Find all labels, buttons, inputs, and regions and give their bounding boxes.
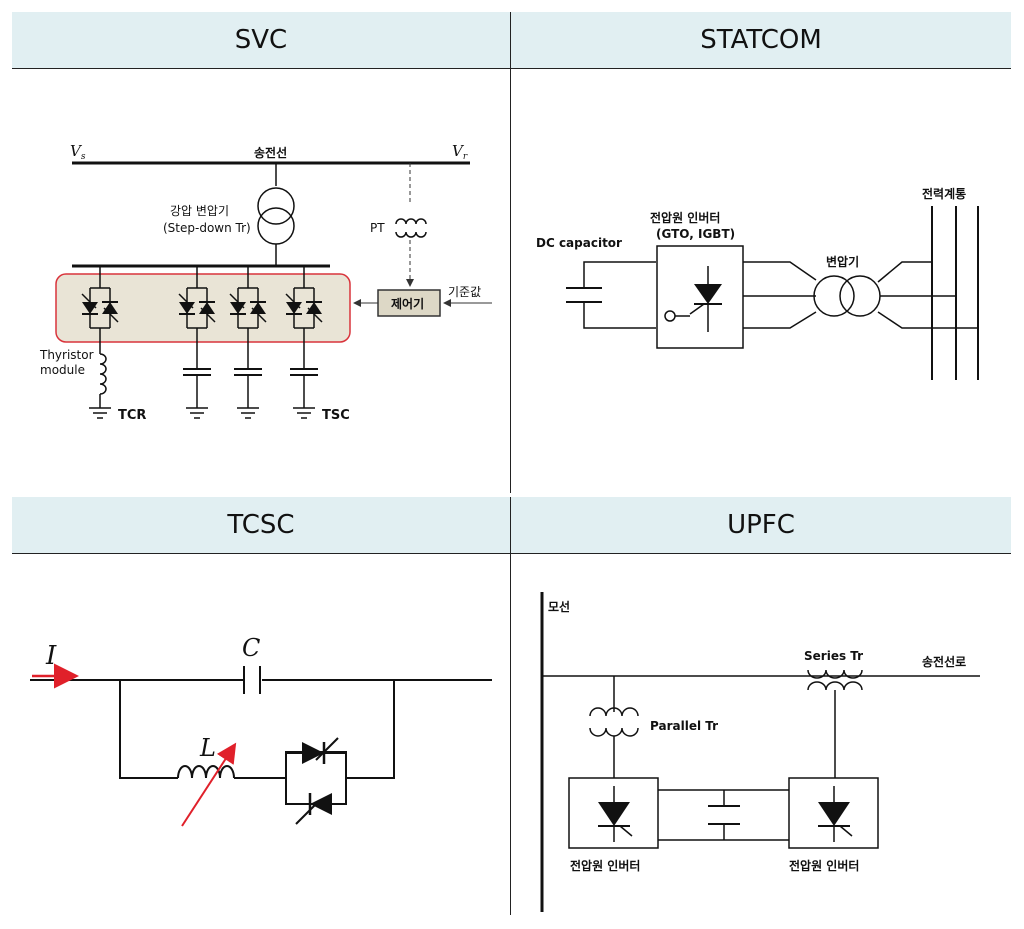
statcom-transformer-coil-left xyxy=(813,275,855,317)
tcsc-variable-arrow xyxy=(181,742,237,827)
panel-title-statcom: STATCOM xyxy=(700,25,822,55)
svc-pt-coil xyxy=(395,218,427,238)
panel-header-statcom: STATCOM xyxy=(511,12,1011,68)
svc-thyristor-tsc-1 xyxy=(179,266,215,336)
svc-transformer-coil-top xyxy=(257,187,295,225)
statcom-dc-capacitor-label: DC capacitor xyxy=(536,236,622,250)
svc-vr-label: Vr xyxy=(452,142,468,162)
svc-thyristor-label-2: module xyxy=(40,363,85,377)
svc-tcr-inductor xyxy=(99,353,107,395)
panel-title-svc: SVC xyxy=(234,25,288,55)
svc-transformer-coil-bottom xyxy=(257,207,295,245)
statcom-dc-loop xyxy=(583,261,656,329)
upfc-parallel-tr-secondary xyxy=(589,727,639,737)
svc-pt-label: PT xyxy=(370,221,385,235)
svc-transformer-label-1: 강압 변압기 xyxy=(170,204,229,218)
svc-tcr-label: TCR xyxy=(118,408,146,423)
tcsc-inductor xyxy=(177,765,235,779)
svc-controller-label: 제어기 xyxy=(391,296,424,311)
svc-thyristor-tsc-2 xyxy=(230,266,266,336)
upfc-series-tr-label: Series Tr xyxy=(804,649,863,663)
statcom-ac-lines-left xyxy=(743,261,817,329)
statcom-diagram: DC capacitor 전압원 인버터 (GTO, IGBT) 변압기 전력계… xyxy=(536,186,979,380)
panel-title-tcsc: TCSC xyxy=(227,510,295,540)
svc-tsc-label: TSC xyxy=(322,408,350,423)
svc-transformer-label-2: (Step-down Tr) xyxy=(163,221,251,235)
panel-header-upfc: UPFC xyxy=(511,497,1011,553)
upfc-inverter-right-label: 전압원 인버터 xyxy=(789,858,859,873)
svc-vs-label: Vs xyxy=(70,142,86,162)
header-divider-top xyxy=(12,68,1011,69)
tcsc-parallel-branch xyxy=(119,680,395,779)
svc-diagram: Vs Vr 송전선 강압 변압기 (Step-down Tr) PT 제어기 기… xyxy=(39,142,492,423)
panel-header-svc: SVC xyxy=(12,12,510,68)
upfc-series-tr-primary xyxy=(807,669,863,679)
upfc-dc-link xyxy=(658,789,789,841)
upfc-inverter-left-label: 전압원 인버터 xyxy=(570,858,640,873)
panel-header-tcsc: TCSC xyxy=(12,497,510,553)
svc-line-label: 송전선 xyxy=(254,145,287,160)
upfc-bus-label: 모선 xyxy=(548,599,570,614)
svc-controller-box xyxy=(377,289,441,317)
panel-divider-top xyxy=(510,12,511,493)
statcom-ac-lines-right xyxy=(877,261,978,329)
panel-title-upfc: UPFC xyxy=(727,510,795,540)
statcom-transformer-label: 변압기 xyxy=(826,254,859,269)
statcom-inverter-label-1: 전압원 인버터 xyxy=(650,210,720,225)
svc-reference-label: 기준값 xyxy=(448,285,481,299)
tcsc-current-label: I xyxy=(45,641,57,671)
upfc-series-tr-secondary xyxy=(807,681,863,691)
svc-thyristor-label-1: Thyristor xyxy=(39,348,94,362)
header-divider-bottom xyxy=(12,553,1011,554)
upfc-line-label: 송전선로 xyxy=(922,654,966,669)
statcom-grid-label: 전력계통 xyxy=(922,186,966,201)
svc-tcr-ground xyxy=(88,407,112,419)
upfc-parallel-tr-label: Parallel Tr xyxy=(650,719,718,733)
tcsc-capacitor-label: C xyxy=(242,634,260,662)
statcom-inverter-label-2: (GTO, IGBT) xyxy=(656,227,735,241)
svc-thyristor-tcr xyxy=(82,266,118,336)
upfc-parallel-tr-primary xyxy=(589,707,639,717)
tcsc-inductor-label: L xyxy=(199,734,216,762)
statcom-inverter-box xyxy=(656,245,744,349)
svc-tsc-capacitors xyxy=(182,336,319,419)
tcsc-diagram: I C L xyxy=(30,634,492,827)
svc-thyristor-tsc-3 xyxy=(286,266,322,336)
statcom-inverter-diode xyxy=(694,284,722,304)
statcom-transformer-coil-right xyxy=(839,275,881,317)
upfc-diagram: 모선 송전선로 Parallel Tr Series Tr 전압원 인버터 전압… xyxy=(540,592,980,912)
panel-divider-bottom xyxy=(510,497,511,915)
